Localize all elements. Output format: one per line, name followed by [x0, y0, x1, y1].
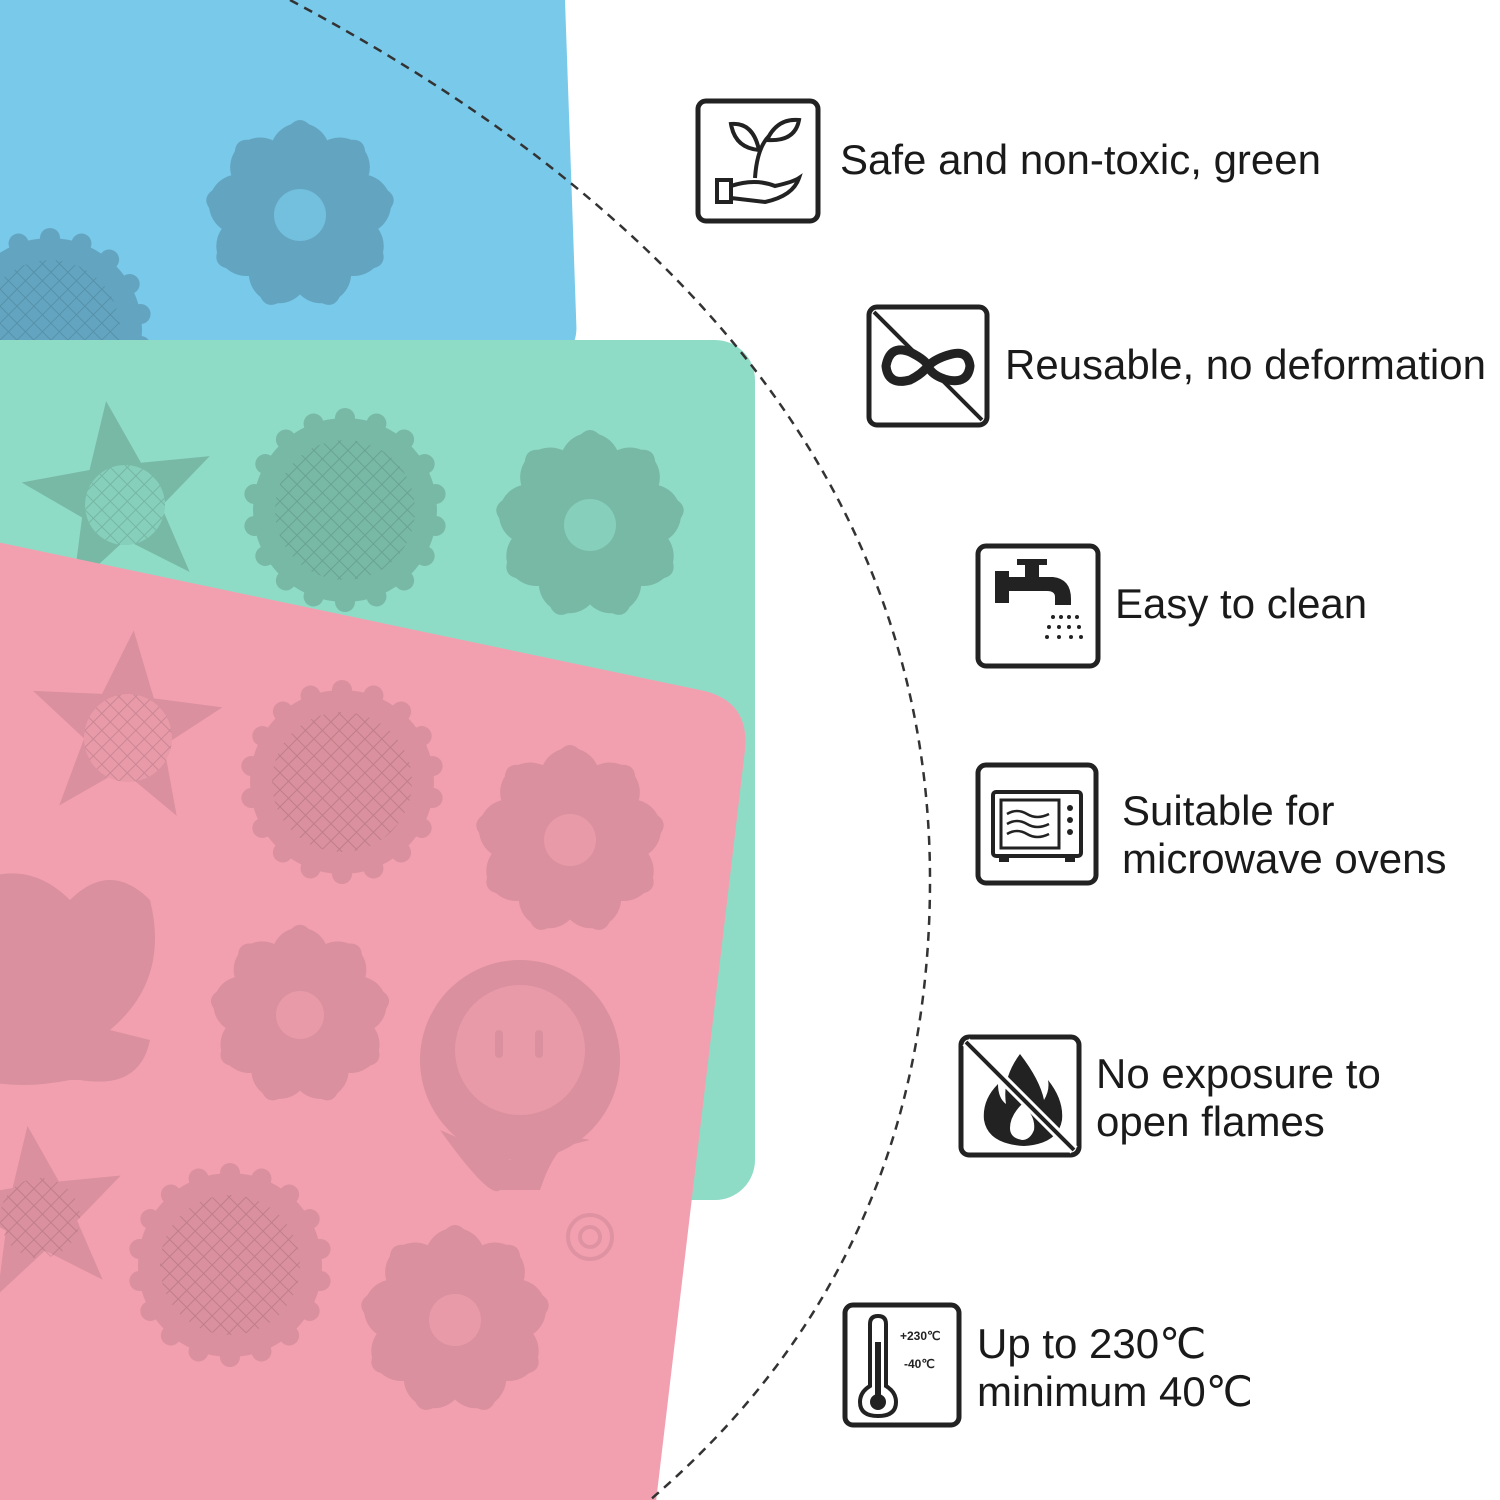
thermometer-min-label: -40℃ — [904, 1357, 935, 1371]
faucet-icon — [975, 543, 1101, 669]
feature-text-clean: Easy to clean — [1115, 580, 1368, 627]
feature-text-safe: Safe and non-toxic, green — [840, 136, 1321, 183]
feature-text-flames: No exposure to open flames — [1096, 1050, 1381, 1145]
dashed-divider-arc — [289, 0, 932, 1500]
feature-text-reusable: Reusable, no deformation — [1005, 341, 1486, 388]
thermometer-icon: +230℃ -40℃ — [842, 1302, 962, 1428]
thermometer-max-label: +230℃ — [900, 1329, 941, 1343]
feature-text-microwave: Suitable for microwave ovens — [1122, 787, 1447, 882]
microwave-icon — [975, 762, 1099, 886]
pink-silicone-mold — [0, 542, 746, 1500]
no-flame-icon — [958, 1034, 1082, 1158]
plant-in-hand-icon — [695, 98, 821, 224]
feature-text-temperature: Up to 230℃ minimum 40℃ — [977, 1320, 1253, 1415]
no-deformation-icon — [866, 304, 990, 428]
